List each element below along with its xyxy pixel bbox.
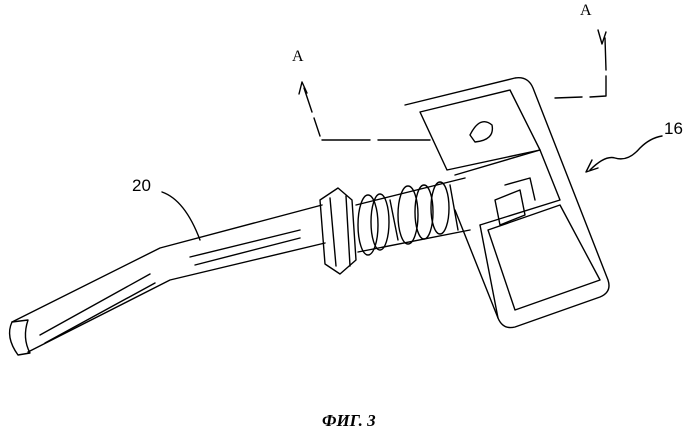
- valve-stem: [356, 178, 470, 255]
- section-line: [299, 30, 606, 140]
- section-label-left: A: [292, 49, 304, 65]
- reference-numeral-20: 20: [132, 177, 151, 194]
- section-label-right: A: [580, 3, 592, 19]
- hex-nut: [320, 188, 356, 274]
- reference-numeral-16: 16: [664, 120, 683, 137]
- leader-16: [590, 136, 662, 170]
- leader-20: [162, 192, 200, 240]
- leader-16-arrow: [586, 160, 598, 172]
- figure-caption: ФИГ. 3: [322, 412, 376, 429]
- tube-20: [10, 205, 325, 355]
- sensor-16: [405, 78, 609, 328]
